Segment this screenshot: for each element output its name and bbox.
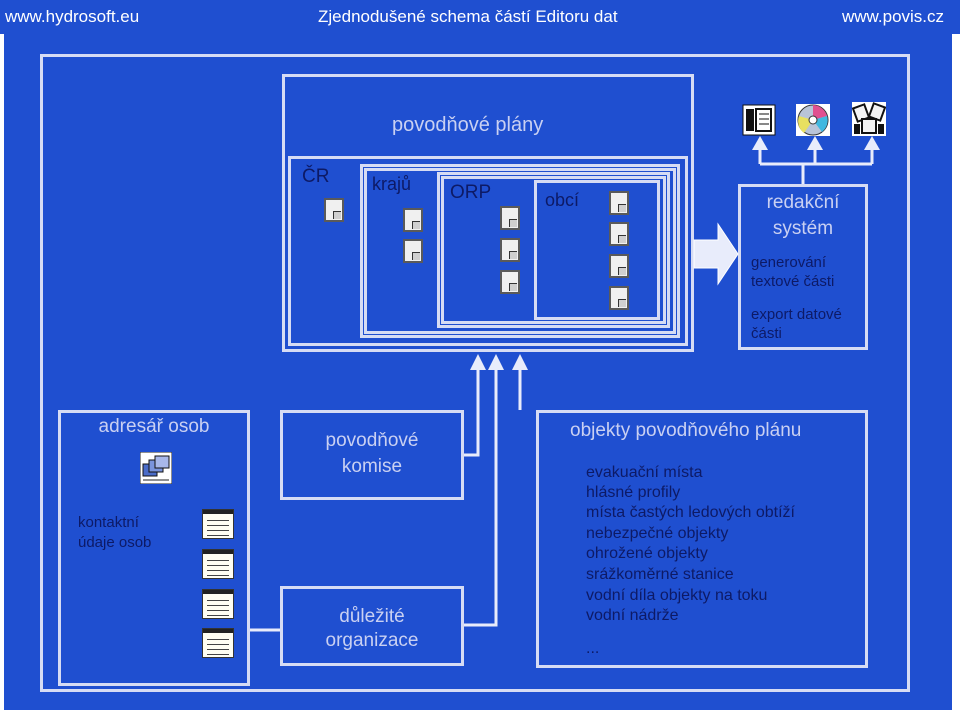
export-data-line1: export datové bbox=[751, 306, 842, 323]
document-icon bbox=[609, 222, 629, 246]
diagram-frame bbox=[40, 54, 910, 692]
level-kraj-box-inner bbox=[364, 168, 676, 334]
cd-icon bbox=[796, 104, 830, 136]
arrow-head bbox=[512, 354, 528, 370]
document-icon bbox=[403, 239, 423, 263]
book-icon bbox=[742, 104, 776, 136]
printer-icon bbox=[852, 102, 886, 136]
arrow-head bbox=[752, 136, 768, 150]
list-item: evakuační místa bbox=[586, 464, 703, 481]
connector-line bbox=[464, 368, 498, 627]
address-book-title: adresář osob bbox=[98, 416, 210, 437]
contact-sheet-icon bbox=[202, 509, 234, 539]
header-title: Zjednodušené schema částí Editoru dat bbox=[318, 7, 618, 26]
address-book-box bbox=[58, 410, 250, 686]
header-left-link[interactable]: www.hydrosoft.eu bbox=[5, 7, 140, 26]
editorial-system-box bbox=[738, 184, 868, 350]
organizations-line1: důležité bbox=[339, 606, 405, 627]
document-icon bbox=[403, 208, 423, 232]
flood-commission-box bbox=[280, 410, 464, 500]
organizations-box bbox=[280, 586, 464, 666]
level-orp-label: ORP bbox=[450, 182, 492, 203]
level-kraj-box bbox=[360, 164, 680, 338]
list-item: vodní nádrže bbox=[586, 607, 679, 624]
document-icon bbox=[500, 270, 520, 294]
list-item: srážkoměrné stanice bbox=[586, 566, 734, 583]
header-bar: www.hydrosoft.eu Zjednodušené schema čás… bbox=[0, 0, 960, 34]
export-data-line2: části bbox=[751, 325, 782, 342]
contact-data-line2: údaje osob bbox=[78, 534, 152, 551]
list-item: ohrožené objekty bbox=[586, 545, 708, 562]
connector-line bbox=[464, 368, 480, 457]
list-item: vodní díla objekty na toku bbox=[586, 587, 768, 604]
flood-objects-title: objekty povodňového plánu bbox=[570, 420, 802, 441]
contact-sheet-icon bbox=[202, 549, 234, 579]
arrow-head bbox=[807, 136, 823, 150]
organizations-line2: organizace bbox=[325, 630, 419, 651]
level-obec-box bbox=[534, 180, 660, 320]
list-item: místa častých ledových obtíží bbox=[586, 504, 795, 521]
commission-line1: povodňové bbox=[325, 430, 419, 451]
commission-line2: komise bbox=[341, 456, 403, 477]
flood-plans-box bbox=[282, 74, 694, 352]
contact-sheet-icon bbox=[202, 589, 234, 619]
document-icon bbox=[500, 238, 520, 262]
list-item: nebezpečné objekty bbox=[586, 525, 729, 542]
editorial-title-line2: systém bbox=[772, 218, 834, 239]
document-icon bbox=[324, 198, 344, 222]
level-kraj-label: krajů bbox=[372, 174, 412, 194]
contact-data-line1: kontaktní bbox=[78, 514, 139, 531]
list-item: ... bbox=[586, 640, 600, 657]
arrow-head bbox=[864, 136, 880, 150]
level-obec-label: obcí bbox=[545, 190, 580, 210]
contact-sheet-icon bbox=[202, 628, 234, 658]
flood-objects-box bbox=[536, 410, 868, 668]
editorial-title-line1: redakční bbox=[766, 192, 840, 213]
flood-plans-title: povodňové plány bbox=[392, 114, 544, 136]
arrow-head bbox=[488, 354, 504, 370]
level-cr-box bbox=[288, 156, 688, 346]
header-right-link[interactable]: www.povis.cz bbox=[842, 7, 945, 26]
arrow-head bbox=[470, 354, 486, 370]
document-icon bbox=[609, 254, 629, 278]
generate-text-line1: generování bbox=[751, 254, 827, 271]
level-orp-box bbox=[437, 172, 670, 328]
level-cr-label: ČR bbox=[302, 166, 330, 187]
generate-text-line2: textové části bbox=[751, 273, 835, 290]
address-cards-icon bbox=[140, 452, 172, 484]
big-arrow bbox=[693, 222, 739, 286]
list-item: hlásné profily bbox=[586, 484, 681, 501]
document-icon bbox=[500, 206, 520, 230]
document-icon bbox=[609, 191, 629, 215]
document-icon bbox=[609, 286, 629, 310]
level-orp-box-inner bbox=[441, 176, 666, 324]
